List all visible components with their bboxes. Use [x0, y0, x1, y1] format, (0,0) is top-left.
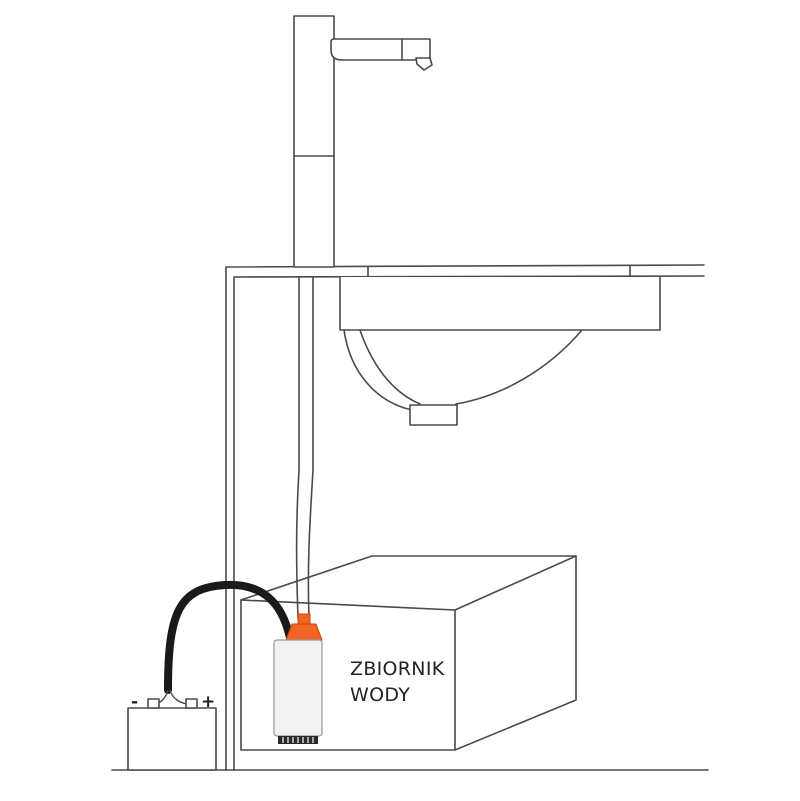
water-hose: [295, 276, 314, 619]
battery: - +: [127, 692, 217, 771]
battery-plus-sign: +: [201, 692, 215, 712]
faucet-spout: [330, 38, 431, 61]
battery-body: [127, 707, 217, 771]
faucet-nozzle: [415, 57, 433, 71]
power-cable: [164, 580, 294, 694]
battery-minus-sign: -: [131, 692, 138, 712]
sink-basin: [339, 277, 661, 426]
pump-body: [273, 639, 323, 737]
battery-terminal-minus: [147, 698, 160, 709]
tank-label-line1: ZBIORNIK: [350, 658, 445, 680]
sink-drain: [409, 404, 458, 426]
cabinet-panel: [225, 266, 235, 771]
pump-outlet: [297, 613, 311, 625]
submersible-pump: [273, 613, 323, 744]
faucet: [293, 15, 433, 268]
tank-label-line2: WODY: [350, 684, 410, 706]
pump-cap: [285, 623, 323, 641]
faucet-column: [293, 15, 335, 268]
water-tank: ZBIORNIK WODY: [240, 555, 577, 751]
battery-terminal-plus: [185, 698, 198, 709]
